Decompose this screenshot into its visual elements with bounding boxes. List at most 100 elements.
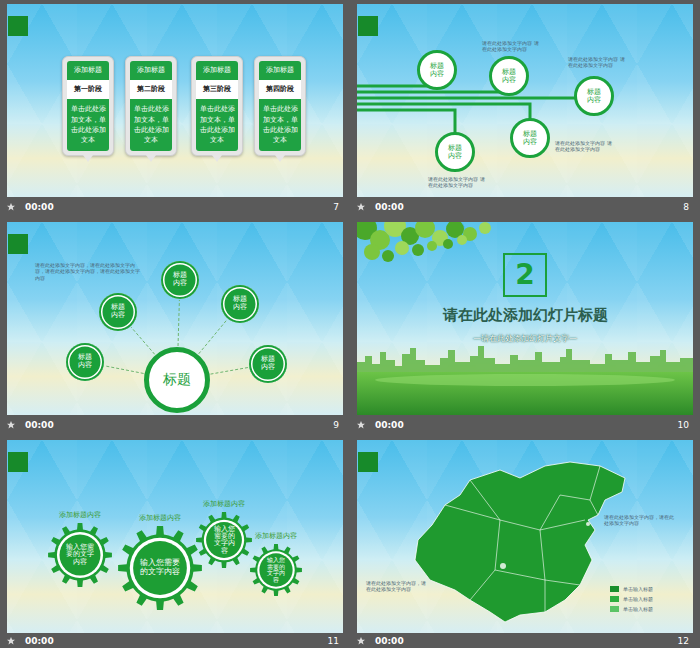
- note-text: 请在此处添加文字内容，请在此处添加文字内容，请在此处添加文字内容，请在此处添加文…: [35, 262, 143, 281]
- timer-text: 00:00: [375, 636, 425, 647]
- label-box: —请在此处添加幻灯片文字—: [425, 334, 625, 344]
- slide-number: 11: [303, 636, 339, 647]
- circle-text: 标题内容: [233, 296, 247, 312]
- gear-core: [60, 535, 101, 576]
- circle-text: 标题内容: [173, 272, 187, 288]
- gear-node: 添加标题内容输入您需要的文字内容: [196, 500, 252, 568]
- gear-teeth: [196, 512, 252, 568]
- label-box: 请在此处添加文字内容，请在此处添加文字内容: [366, 580, 426, 593]
- legend-swatch: [610, 596, 619, 602]
- label-box: 00:00: [375, 202, 425, 213]
- label-box: 请在此处添加文字内容，请在此处添加文字内容，请在此处添加文字内容，请在此处添加文…: [35, 262, 143, 281]
- slide-background: [357, 4, 693, 197]
- legend-row: 单击输入标题: [610, 606, 653, 612]
- stage-card: 添加标题第四阶段单击此处添加文本，单击此处添加文本: [254, 56, 306, 156]
- gear-heading: 添加标题内容: [203, 500, 245, 508]
- timeline-circle: 标题内容: [510, 118, 550, 158]
- card-pointer: [212, 155, 222, 162]
- circle-text: 标题内容: [78, 354, 92, 370]
- note-text: 请在此处添加文字内容 请在此处添加文字内容: [482, 40, 540, 53]
- timeline-circle: 标题内容: [435, 132, 475, 172]
- topic-circle: 标题内容: [99, 293, 137, 331]
- label-box: 请在此处添加幻灯片标题: [410, 306, 640, 325]
- section-number: 2: [515, 261, 534, 289]
- legend-swatch: [610, 606, 619, 612]
- circle-text: 标题内容: [447, 144, 462, 161]
- dashed-connector: [178, 300, 179, 346]
- landscape: [357, 222, 693, 415]
- gear-shape: 输入您需要的文字内容: [48, 523, 112, 587]
- circle-text: 标题内容: [501, 68, 516, 85]
- gear-ring: [204, 520, 244, 560]
- slide-number: 10: [653, 420, 689, 431]
- gear-node: 添加标题内容输入您需要的文字内容: [48, 511, 112, 587]
- note-text: 请在此处添加文字内容 请在此处添加文字内容: [555, 140, 613, 153]
- note-text: 请在此处添加文字内容 请在此处添加文字内容: [568, 56, 626, 69]
- label-box: 9: [303, 420, 339, 431]
- card-body: 单击此处添加文本，单击此处添加文本: [67, 99, 109, 151]
- card-title: 添加标题: [196, 61, 238, 80]
- gear-node: 添加标题内容输入您需要的文字内容: [250, 532, 302, 596]
- map-note: 请在此处添加文字内容，请在此处添加文字内容: [366, 580, 426, 593]
- china-map: [415, 462, 625, 622]
- slide-number: 12: [653, 636, 689, 647]
- stage-card: 添加标题第二阶段单击此处添加文本，单击此处添加文本: [125, 56, 177, 156]
- label-box: 7: [303, 202, 339, 213]
- gear-heading: 添加标题内容: [139, 514, 181, 522]
- legend-text: 单击输入标题: [623, 596, 653, 602]
- circle-text: 标题内容: [586, 88, 601, 105]
- card-title: 添加标题: [259, 61, 301, 80]
- topic-circle: 标题内容: [249, 345, 287, 383]
- corner-squares: [8, 16, 378, 472]
- map-note: 请在此处添加文字内容，请在此处添加文字内容: [604, 514, 676, 527]
- legend-text: 单击输入标题: [623, 606, 653, 612]
- gear-text: 输入您需要的文字内容: [211, 526, 237, 555]
- stage-name: 第二阶段: [130, 80, 172, 99]
- topic-circle: 标题内容: [161, 261, 199, 299]
- legend-swatch: [610, 586, 619, 592]
- stage-name: 第四阶段: [259, 80, 301, 99]
- timer-text: 00:00: [25, 202, 75, 213]
- gear-heading: 添加标题内容: [255, 532, 297, 540]
- label-box: 00:00: [375, 636, 425, 647]
- timeline-circle: 标题内容: [417, 50, 457, 90]
- gear-shape: 输入您需要的文字内容: [250, 544, 302, 596]
- gear-ring: [130, 538, 190, 598]
- card-body: 单击此处添加文本，单击此处添加文本: [130, 99, 172, 151]
- label-box: 请在此处添加文字内容 请在此处添加文字内容: [555, 140, 613, 153]
- timeline-circle: 标题内容: [489, 56, 529, 96]
- gear-node: 添加标题内容输入您需要的文字内容: [118, 514, 202, 610]
- card-body: 单击此处添加文本，单击此处添加文本: [259, 99, 301, 151]
- gear-teeth: [118, 527, 202, 611]
- card-pointer: [146, 155, 156, 162]
- dashed-connector: [199, 319, 228, 353]
- section-number-box: 2: [503, 253, 547, 297]
- circle-text: 标题: [163, 372, 191, 387]
- slide-number: 8: [653, 202, 689, 213]
- label-box: 00:00: [375, 420, 425, 431]
- gear-ring: [257, 552, 294, 589]
- topic-circle: 标题内容: [66, 343, 104, 381]
- gear-text: 输入您需要的文字内容: [267, 557, 285, 584]
- dashed-connector: [131, 327, 155, 354]
- label-box: 请在此处添加文字内容 请在此处添加文字内容: [568, 56, 626, 69]
- stage-name: 第一阶段: [67, 80, 109, 99]
- label-box: 10: [653, 420, 689, 431]
- timer-text: 00:00: [375, 420, 425, 431]
- label-box: 请在此处添加文字内容 请在此处添加文字内容: [482, 40, 540, 53]
- circle-text: 标题内容: [522, 130, 537, 147]
- gear-core: [259, 554, 292, 587]
- label-box: 8: [653, 202, 689, 213]
- circle-text: 标题内容: [261, 356, 275, 372]
- gear-heading: 添加标题内容: [59, 511, 101, 519]
- card-title: 添加标题: [130, 61, 172, 80]
- gear-core: [133, 542, 187, 596]
- card-pointer: [275, 155, 285, 162]
- label-box: 12: [653, 636, 689, 647]
- footer-icons: [7, 203, 365, 645]
- label-box: 请在此处添加文字内容 请在此处添加文字内容: [428, 176, 486, 189]
- gear-ring: [57, 532, 103, 578]
- label-box: 00:00: [25, 202, 75, 213]
- slide-subtitle: —请在此处添加幻灯片文字—: [425, 334, 625, 344]
